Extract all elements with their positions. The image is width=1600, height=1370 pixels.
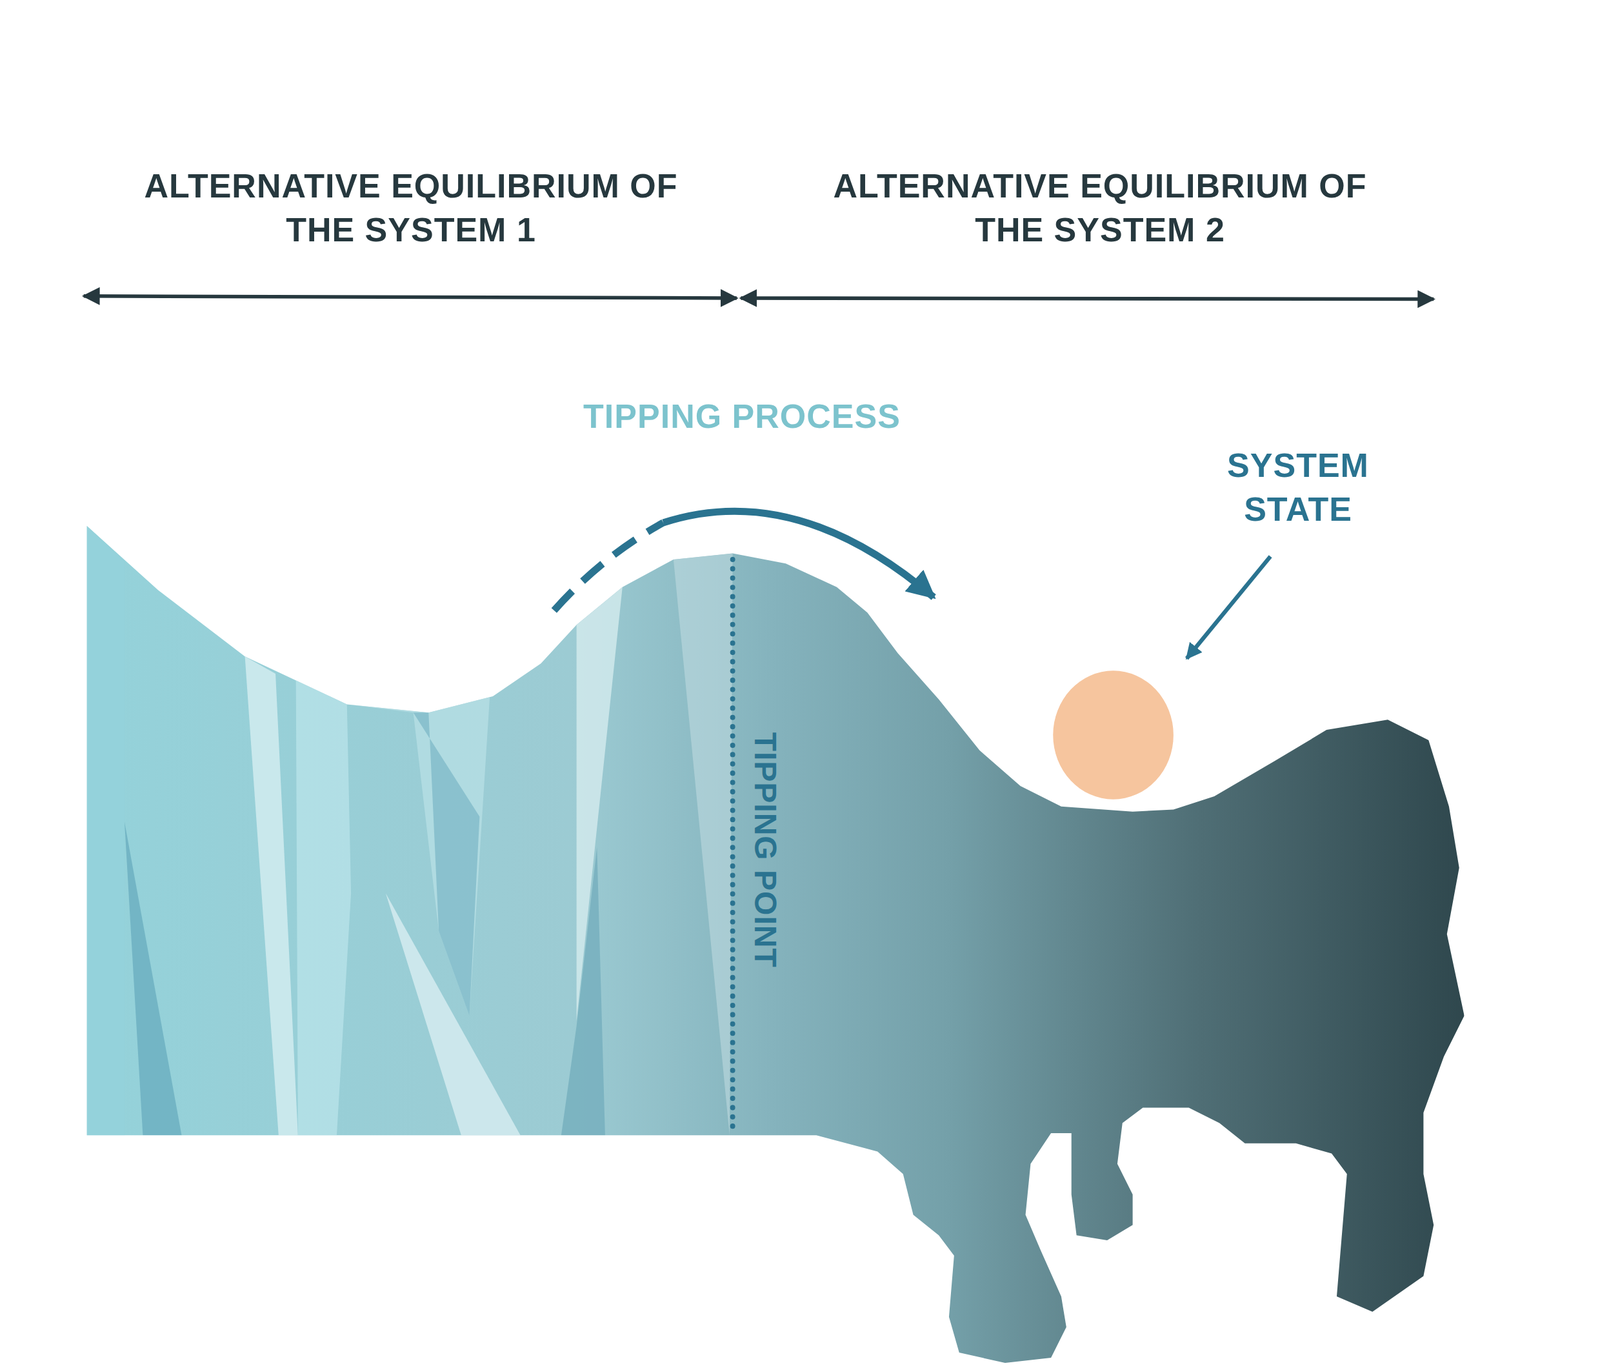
callout-label: SYSTEM STATE — [1201, 443, 1395, 531]
range-heading: ALTERNATIVE EQUILIBRIUM OF THE SYSTEM 1 — [127, 164, 695, 252]
tipping-point-label: TIPPING POINT — [745, 731, 786, 968]
process-label: TIPPING PROCESS — [516, 394, 968, 439]
range-heading: ALTERNATIVE EQUILIBRIUM OF THE SYSTEM 2 — [816, 164, 1384, 252]
